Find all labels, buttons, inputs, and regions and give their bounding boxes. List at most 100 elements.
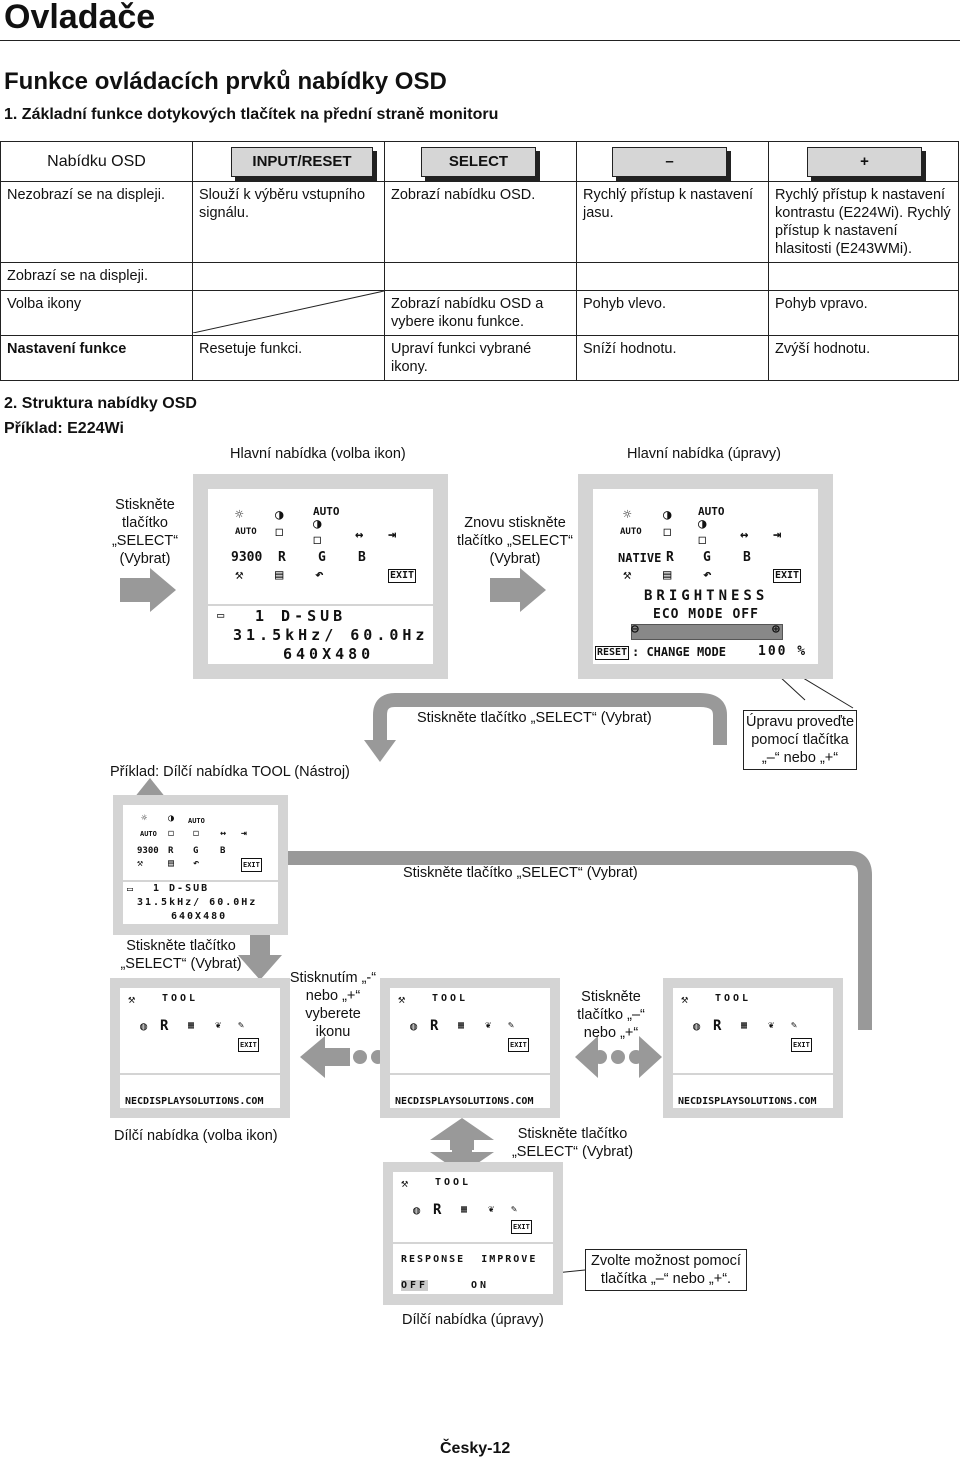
brightness-slider-fill: [632, 625, 782, 639]
press-select-mid-label: Stiskněte tlačítko „SELECT“ (Vybrat): [403, 865, 638, 881]
brightness-icon: ☼: [141, 813, 148, 824]
tool-icon: ⚒: [401, 1176, 409, 1190]
blue-label: B: [358, 550, 366, 565]
auto-label: AUTO: [698, 505, 725, 518]
response-improve-label: RESPONSE IMPROVE: [401, 1254, 538, 1265]
auto-label: AUTO: [235, 527, 257, 537]
arrow-right-2: [490, 568, 546, 612]
auto-label: AUTO: [140, 830, 157, 838]
language-icon: ◍: [693, 1019, 701, 1033]
row-cell: Resetuje funkci.: [192, 335, 385, 381]
vertical-position-icon: ◻: [698, 532, 707, 548]
osd-screen-tool-3: ⚒ TOOL ◍ R ▦ ❦ ✎ EXIT NECDISPLAYSOLUTION…: [663, 978, 843, 1118]
red-label: R: [168, 846, 174, 856]
response-icon: R: [433, 1202, 442, 1218]
row-cell: Zvýší hodnotu.: [768, 335, 959, 381]
exit-label: EXIT: [241, 858, 262, 872]
row-cell: Upraví funkci vybrané ikony.: [384, 335, 577, 381]
contrast-icon: ◑: [275, 507, 284, 523]
tool-icon: ⚒: [398, 992, 406, 1006]
arrow-left-right: [575, 1036, 598, 1078]
blue-label: B: [743, 550, 751, 565]
input-text: 1 D-SUB: [255, 607, 347, 625]
submenu-select-label: Dílčí nabídka (volba ikon): [114, 1128, 278, 1144]
row-cell: Zobrazí nabídku OSD.: [384, 181, 577, 263]
tool-icon: ⚒: [235, 567, 244, 583]
green-label: G: [318, 550, 326, 565]
col-header-osd: Nabídku OSD: [0, 141, 193, 182]
plus-button[interactable]: +: [807, 147, 922, 177]
website-text: NECDISPLAYSOLUTIONS.COM: [678, 1096, 817, 1107]
lock-icon: ✎: [238, 1020, 245, 1031]
row-cell: Rychlý přístup k nastavení kontrastu (E2…: [768, 181, 959, 263]
osd-screen-main-select: ☼ ◑ AUTO ◑ AUTO ◻ ◻ ↔ ⇥ 9300 R G B ⚒ ▤ ↶…: [193, 474, 448, 679]
phase-icon: ⇥: [388, 527, 397, 543]
tool-title: TOOL: [162, 993, 199, 1004]
response-icon: R: [713, 1018, 722, 1034]
submenu-adjust-label: Dílčí nabídka (úpravy): [402, 1312, 544, 1328]
reset-icon: ↶: [315, 567, 324, 583]
page-title: Ovladače: [4, 0, 156, 36]
press-select-top-label: Stiskněte tlačítko „SELECT“ (Vybrat): [417, 710, 652, 726]
page-footer: Česky-12: [440, 1440, 511, 1457]
brightness-slider-track[interactable]: [631, 624, 783, 640]
input-reset-button[interactable]: INPUT/RESET: [231, 147, 373, 177]
section-heading: Funkce ovládacích prvků nabídky OSD: [4, 68, 447, 95]
arrow-up-down: [430, 1118, 494, 1150]
input-icon: ▭: [127, 884, 134, 895]
brightness-icon: ☼: [623, 507, 632, 523]
row-cell: Sníží hodnotu.: [576, 335, 769, 381]
subsection-1-heading: 1. Základní funkce dotykových tlačítek n…: [4, 106, 499, 123]
auto-adjust-icon: ◑: [698, 516, 707, 532]
change-mode-label: : CHANGE MODE: [632, 645, 726, 659]
hsize-icon: ↔: [355, 527, 364, 543]
press-select-instruction: Stiskněte tlačítko „SELECT“ (Vybrat): [111, 497, 179, 567]
response-icon: R: [430, 1018, 439, 1034]
brightness-label: BRIGHTNESS: [644, 588, 769, 604]
vertical-position-icon: ◻: [313, 532, 322, 548]
auto-label: AUTO: [313, 505, 340, 518]
reset-icon: ↶: [703, 567, 712, 583]
phase-icon: ⇥: [773, 527, 782, 543]
press-select-bottom-label: Stiskněte tlačítko „SELECT“ (Vybrat): [511, 1126, 634, 1160]
lock-icon: ✎: [511, 1204, 518, 1215]
minus-button[interactable]: –: [612, 147, 727, 177]
position-icon: ◻: [275, 524, 284, 540]
preset-native: NATIVE: [618, 551, 662, 565]
eco-icon: ❦: [215, 1020, 222, 1031]
lock-icon: ✎: [791, 1020, 798, 1031]
green-label: G: [193, 846, 199, 856]
position-icon: ◻: [663, 524, 672, 540]
phase-icon: ⇥: [241, 828, 248, 839]
lock-icon: ✎: [508, 1020, 515, 1031]
osd-position-icon: ▦: [461, 1204, 468, 1215]
reset-icon: ↶: [193, 858, 200, 869]
green-label: G: [703, 550, 711, 565]
exit-label: EXIT: [388, 569, 417, 583]
press-minus-plus-label: Stiskněte tlačítko „–“ nebo „+“: [577, 989, 645, 1041]
option-on[interactable]: ON: [471, 1280, 490, 1291]
preset-9300: 9300: [137, 846, 159, 856]
osd-screen-tool-2: ⚒ TOOL ◍ R ▦ ❦ ✎ EXIT NECDISPLAYSOLUTION…: [380, 978, 560, 1118]
exit-label: EXIT: [791, 1038, 812, 1052]
not-applicable-diagonal: [193, 291, 384, 333]
option-off[interactable]: OFF: [401, 1280, 429, 1291]
adjust-instruction-box: Úpravu proveďte pomocí tlačítka „–“ nebo…: [743, 710, 857, 770]
red-label: R: [666, 550, 674, 565]
subsection-2-heading: 2. Struktura nabídky OSD: [4, 395, 197, 412]
tool-icon: ⚒: [623, 567, 632, 583]
choose-option-box: Zvolte možnost pomocí tlačítka „–“ nebo …: [585, 1249, 747, 1291]
tool-title: TOOL: [432, 993, 469, 1004]
website-text: NECDISPLAYSOLUTIONS.COM: [395, 1096, 534, 1107]
language-icon: ◍: [413, 1203, 421, 1217]
eco-icon: ❦: [488, 1204, 495, 1215]
exit-label: EXIT: [773, 569, 802, 583]
select-button[interactable]: SELECT: [421, 147, 536, 177]
press-minus-plus-select-label: Stisknutím „-“ nebo „+“ vyberete ikonu: [289, 970, 377, 1040]
press-select-left-label: Stiskněte tlačítko „SELECT“ (Vybrat): [120, 938, 242, 972]
press-again-instruction: Znovu stiskněte tlačítko „SELECT“ (Vybra…: [456, 515, 574, 567]
arrow-down-left: [238, 935, 282, 980]
osd-screen-submenu-adjust: ⚒ TOOL ◍ R ▦ ❦ ✎ EXIT RESPONSE IMPROVE O…: [383, 1162, 563, 1305]
minus-circle-icon: ⊖: [631, 622, 639, 637]
plus-circle-icon: ⊕: [772, 622, 780, 637]
